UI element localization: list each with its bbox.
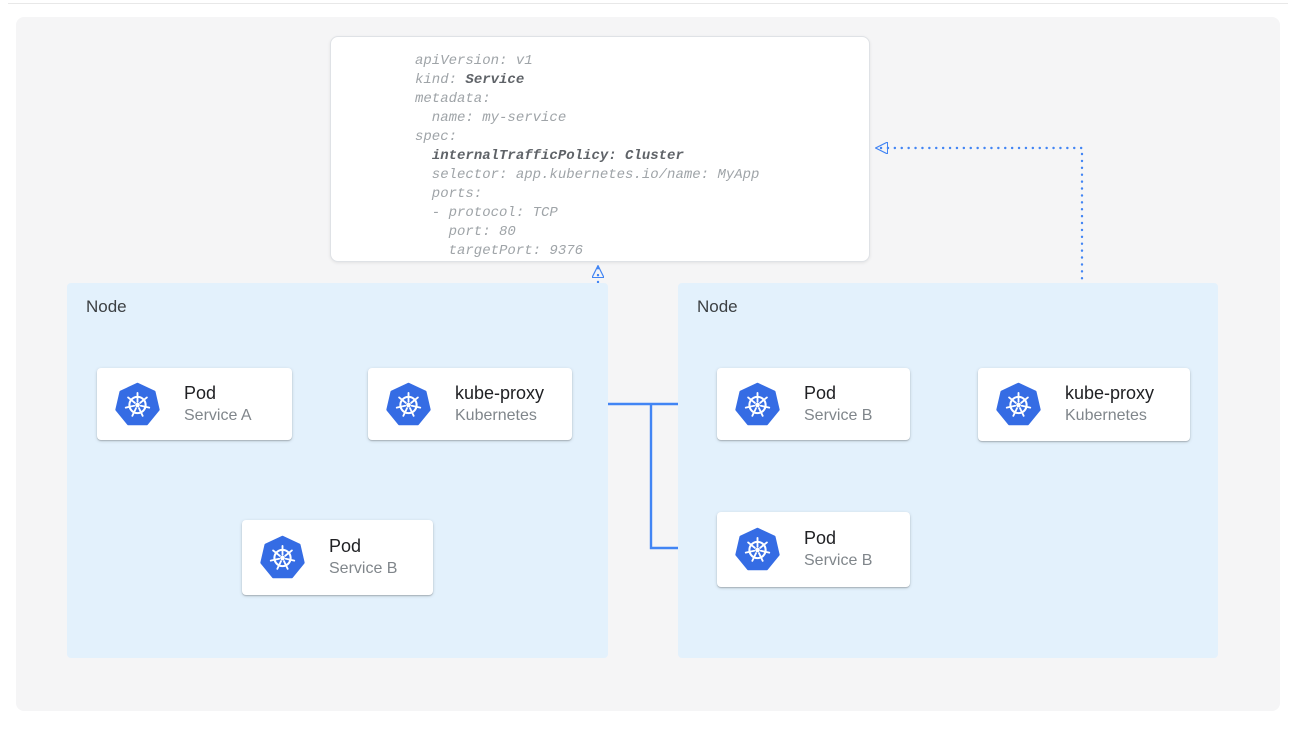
kubernetes-icon-slot xyxy=(734,527,781,572)
kubernetes-icon-slot xyxy=(995,382,1042,427)
kubernetes-icon-slot xyxy=(385,382,432,427)
card-title: kube-proxy xyxy=(455,382,545,403)
yaml-line: selector: app.kubernetes.io/name: MyApp xyxy=(415,167,760,183)
card-subtitle: Kubernetes xyxy=(1065,407,1147,424)
card-title: kube-proxy xyxy=(1065,383,1155,403)
yaml-line: ports: xyxy=(415,186,483,202)
pod-service-b-right-bottom-card: Pod Service B xyxy=(717,512,910,587)
yaml-line: apiVersion: v1 xyxy=(415,53,533,69)
node-panel-left: Node xyxy=(67,283,608,658)
card-title: Pod xyxy=(329,536,362,556)
yaml-line: - protocol: TCP xyxy=(415,205,558,221)
yaml-line: internalTrafficPolicy: Cluster xyxy=(431,148,684,164)
service-yaml-card: apiVersion: v1 kind: Service metadata: n… xyxy=(330,36,870,262)
card-subtitle: Kubernetes xyxy=(455,406,537,424)
node-label: Node xyxy=(697,297,738,316)
pod-service-a-card: Pod Service A xyxy=(97,368,292,440)
yaml-line: spec: xyxy=(415,129,458,145)
kubernetes-icon-slot xyxy=(734,382,781,427)
card-title: Pod xyxy=(804,382,837,403)
yaml-line: targetPort: 9376 xyxy=(415,243,584,259)
card-subtitle: Service B xyxy=(804,552,873,569)
yaml-line: name: my-service xyxy=(415,110,567,126)
kubernetes-icon xyxy=(996,382,1041,426)
node-panel-right: Node xyxy=(678,283,1218,658)
kubernetes-icon xyxy=(260,535,305,579)
kubernetes-icon xyxy=(735,527,780,571)
top-divider xyxy=(8,3,1288,4)
yaml-line: metadata: xyxy=(415,91,491,107)
pod-service-b-right-top-card: Pod Service B xyxy=(717,368,910,440)
card-subtitle: Service B xyxy=(329,560,398,577)
kubernetes-icon xyxy=(115,382,160,425)
kubernetes-icon-slot xyxy=(114,382,161,427)
kube-proxy-right-card: kube-proxy Kubernetes xyxy=(978,368,1190,441)
pod-service-b-bottom-left-card: Pod Service B xyxy=(242,520,433,595)
kubernetes-icon xyxy=(386,382,431,425)
card-title: Pod xyxy=(184,382,217,403)
kubernetes-icon-slot xyxy=(259,535,306,580)
yaml-line: port: 80 xyxy=(415,224,516,240)
card-subtitle: Service A xyxy=(184,406,252,424)
kube-proxy-left-card: kube-proxy Kubernetes xyxy=(368,368,572,440)
node-label: Node xyxy=(86,297,127,316)
kubernetes-icon xyxy=(735,382,780,425)
yaml-line: kind: Service xyxy=(415,72,525,88)
card-title: Pod xyxy=(804,528,837,548)
card-subtitle: Service B xyxy=(804,406,873,424)
